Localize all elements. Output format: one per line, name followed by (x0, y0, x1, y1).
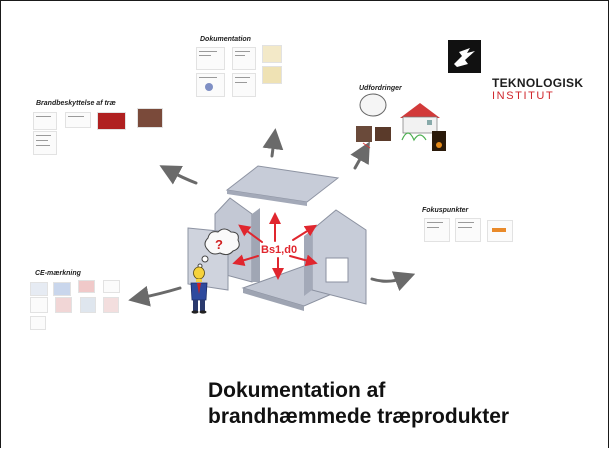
thought-bubble: ? (197, 228, 240, 269)
slide-thumbnail[interactable] (262, 66, 282, 84)
nav-arrows (128, 128, 416, 307)
arrow-to-udfordringer (350, 141, 370, 170)
arrow-to-ce-maerkning (128, 285, 182, 307)
presentation-title: Dokumentation af brandhæmmede træprodukt… (208, 378, 509, 430)
slide-thumbnail[interactable] (232, 73, 256, 97)
logo-wordmark-line1: TEKNOLOGISK (492, 76, 584, 90)
slide-thumbnail[interactable] (78, 280, 95, 293)
arrow-to-brandbeskyttelse (159, 165, 198, 185)
slide-thumbnail[interactable] (80, 297, 96, 313)
right-wall-gable (304, 209, 367, 305)
slide-thumbnail[interactable] (103, 297, 119, 313)
slide-thumbnail[interactable] (487, 220, 513, 242)
question-mark: ? (215, 237, 223, 252)
cluster-label-brandbeskyttelse[interactable]: Brandbeskyttelse af træ (36, 100, 116, 107)
slide-thumbnail[interactable] (33, 112, 57, 130)
slide-thumbnail[interactable] (262, 45, 282, 63)
slide-thumbnail[interactable] (65, 112, 91, 128)
title-line-1: Dokumentation af (208, 379, 386, 402)
cluster-label-fokuspunkter[interactable]: Fokuspunkter (422, 207, 469, 214)
slide-thumbnail[interactable] (30, 297, 48, 313)
udfordringer-illustration (356, 93, 446, 151)
person-figure (190, 266, 208, 314)
slide-thumbnail[interactable] (53, 282, 71, 296)
arrow-to-fokuspunkter (370, 271, 416, 291)
cluster-label-udfordringer[interactable]: Udfordringer (359, 85, 402, 92)
arrow-to-dokumentation (262, 128, 284, 158)
window-opening (325, 257, 349, 283)
cluster-label-ce-maerkning[interactable]: CE-mærkning (35, 270, 81, 277)
logo-wordmark-line2: INSTITUT (492, 90, 555, 102)
slide-thumbnail[interactable] (196, 47, 225, 70)
roof-panels (225, 165, 340, 206)
slide-thumbnail[interactable] (33, 131, 57, 155)
slide-thumbnail[interactable] (137, 108, 163, 128)
slide-thumbnail[interactable] (30, 316, 46, 330)
cluster-label-dokumentation[interactable]: Dokumentation (200, 36, 251, 43)
slide-thumbnail[interactable] (455, 218, 481, 242)
teknologisk-institut-logo (448, 40, 481, 73)
slide-thumbnail[interactable] (196, 73, 225, 97)
slide-thumbnail[interactable] (55, 297, 72, 313)
center-label: Bs1,d0 (261, 244, 297, 256)
slide-thumbnail[interactable] (103, 280, 120, 293)
slide-thumbnail[interactable] (30, 282, 48, 296)
slide-thumbnail[interactable] (97, 112, 126, 130)
slide-thumbnail[interactable] (232, 47, 256, 70)
red-arrows (232, 212, 318, 280)
slide-thumbnail[interactable] (424, 218, 450, 242)
title-line-2: brandhæmmede træprodukter (208, 405, 510, 428)
